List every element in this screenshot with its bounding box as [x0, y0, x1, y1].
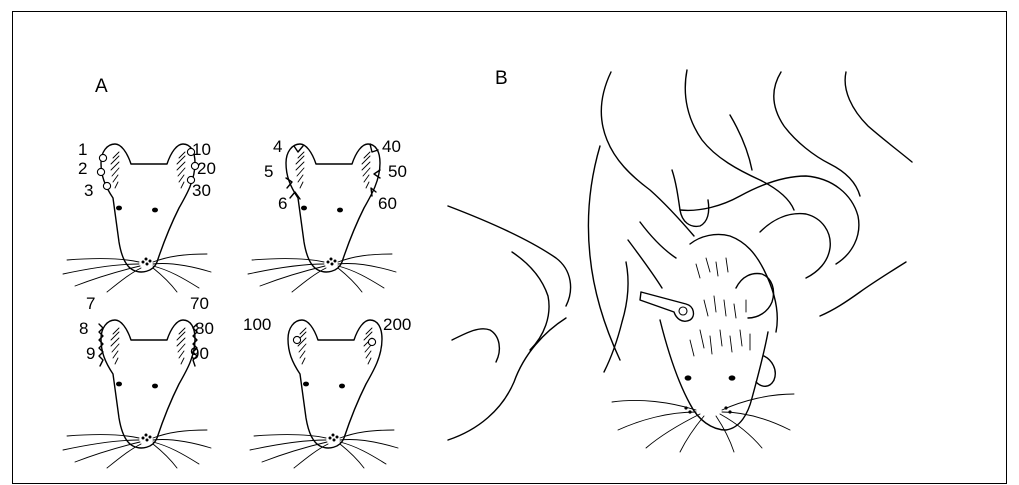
ear-code-8: 8: [79, 319, 88, 338]
ear-code-7: 7: [86, 294, 95, 313]
ear-code-5: 5: [264, 162, 273, 181]
panel-a-label: A: [95, 76, 108, 97]
ear-code-80: 80: [195, 319, 214, 338]
ear-code-70: 70: [190, 294, 209, 313]
panel-b-label: B: [495, 68, 508, 89]
mouse-head-3: [63, 320, 211, 468]
ear-code-200: 200: [383, 315, 411, 334]
ear-code-30: 30: [192, 181, 211, 200]
ear-code-10: 10: [192, 140, 211, 159]
ear-code-3: 3: [84, 181, 93, 200]
ear-code-20: 20: [197, 159, 216, 178]
ear-code-50: 50: [388, 162, 407, 181]
ear-code-1: 1: [78, 140, 87, 159]
ear-code-2: 2: [78, 159, 87, 178]
ear-code-90: 90: [190, 344, 209, 363]
ear-punching-illustration: [448, 70, 912, 452]
ear-code-60: 60: [378, 194, 397, 213]
ear-code-6: 6: [278, 194, 287, 213]
ear-code-4: 4: [273, 137, 282, 156]
mouse-head-4: [250, 320, 398, 468]
ear-code-40: 40: [382, 137, 401, 156]
ear-code-100: 100: [243, 315, 271, 334]
ear-code-9: 9: [86, 344, 95, 363]
